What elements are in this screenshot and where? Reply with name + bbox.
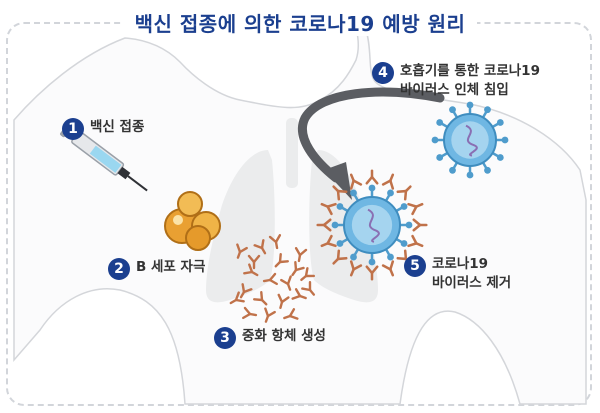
step-5-label: 5 코로나19 바이러스 제거 — [404, 255, 511, 293]
virus-spike-tip — [484, 106, 491, 114]
virus-spike-tip — [501, 136, 509, 144]
antibody-icon — [291, 261, 305, 277]
antibody-icon — [365, 169, 379, 185]
step-4-label: 4 호흡기를 통한 코로나19 바이러스 인체 침입 — [372, 62, 540, 100]
virus-spike-tip — [449, 106, 456, 114]
virus-spike-tip — [436, 119, 444, 126]
virus-spike-tip — [387, 189, 394, 197]
antibody-icon — [300, 267, 316, 282]
antibody-icon — [253, 291, 268, 306]
antibody-icon — [349, 173, 363, 190]
virus-neutralized-icon — [316, 169, 428, 281]
step-text: 코로나19 — [432, 256, 489, 272]
antibody-icon — [320, 234, 337, 248]
antibody-icon — [407, 202, 424, 216]
virus-spike-tip — [400, 240, 408, 247]
virus-rna — [367, 208, 380, 243]
step-number-badge: 2 — [108, 258, 130, 280]
step-text: 바이러스 인체 침입 — [400, 82, 509, 98]
virus-spike-tip — [368, 184, 376, 192]
step-text: 백신 접종 — [90, 119, 145, 135]
virus-spike-tip — [466, 171, 474, 179]
antibody-icon — [412, 218, 428, 232]
b-cell-cluster-icon — [164, 191, 221, 251]
step-number-badge: 3 — [214, 327, 236, 349]
virus-spike-tip — [431, 136, 439, 144]
antibody-icon — [264, 307, 276, 323]
step-number-badge: 1 — [62, 118, 84, 140]
virus-spike-tip — [436, 154, 444, 161]
antibody-icon — [236, 243, 248, 259]
virus-spike-tip — [405, 221, 413, 229]
virus-spike-tip — [368, 258, 376, 266]
virus-spike-tip — [336, 203, 344, 210]
step-3-label: 3 중화 항체 생성 — [214, 327, 326, 349]
step-1-label: 1 백신 접종 — [62, 118, 144, 140]
antibody-icon — [316, 218, 332, 232]
lung-left — [206, 150, 275, 303]
antibody-icon — [407, 234, 424, 248]
virus-spike-tip — [350, 189, 357, 197]
virus-spike-tip — [484, 166, 491, 174]
antibody-icon — [239, 283, 253, 299]
antibody-icon — [294, 247, 308, 263]
antibody-icon — [242, 306, 258, 320]
virus-spike-tip — [449, 166, 456, 174]
virus-core — [351, 204, 393, 246]
antibody-icon — [381, 260, 395, 277]
step-text: 바이러스 제거 — [432, 275, 512, 291]
step-number-badge: 5 — [404, 255, 426, 277]
virus-spike-tip — [400, 203, 408, 210]
antibody-icon — [262, 272, 278, 286]
b-cell — [185, 225, 211, 251]
antibody-icon — [332, 249, 348, 265]
antibody-cloud — [229, 234, 316, 323]
antibody-icon — [243, 263, 259, 277]
virus-spike-tip — [387, 253, 394, 261]
virus-invading-icon — [431, 101, 509, 179]
antibody-icon — [381, 173, 395, 190]
antibody-icon — [268, 234, 282, 250]
virus-spike-tip — [466, 101, 474, 109]
antibody-icon — [277, 293, 290, 309]
antibody-icon — [283, 308, 299, 320]
b-cell-highlight — [173, 215, 183, 225]
step-number-badge: 4 — [372, 62, 394, 84]
page-title: 백신 접종에 의한 코로나19 예방 원리 — [0, 8, 600, 37]
step-text: 호흡기를 통한 코로나19 — [400, 63, 540, 79]
antibody-icon — [253, 239, 267, 255]
antibody-icon — [274, 253, 289, 268]
virus-spike-tip — [331, 221, 339, 229]
antibody-icon — [332, 185, 348, 201]
antibody-icon — [365, 265, 379, 281]
antibody-icon — [301, 280, 316, 296]
antibody-icon — [247, 254, 261, 270]
virus-spike-tip — [496, 154, 504, 161]
step-text: 중화 항체 생성 — [242, 328, 326, 344]
trachea — [286, 118, 298, 188]
virus-spike-tip — [350, 253, 357, 261]
virus-spike-tip — [496, 119, 504, 126]
antibody-icon — [280, 275, 292, 291]
virus-rna — [465, 124, 478, 157]
antibody-icon — [291, 288, 307, 300]
virus-spike-tip — [336, 240, 344, 247]
step-2-label: 2 B 세포 자극 — [108, 258, 205, 280]
virus-core — [451, 121, 489, 159]
b-cell — [177, 191, 203, 217]
antibody-icon — [349, 260, 363, 277]
step-text: B 세포 자극 — [136, 259, 206, 275]
antibody-icon — [396, 185, 412, 201]
antibody-icon — [229, 291, 245, 305]
antibody-icon — [320, 202, 337, 216]
